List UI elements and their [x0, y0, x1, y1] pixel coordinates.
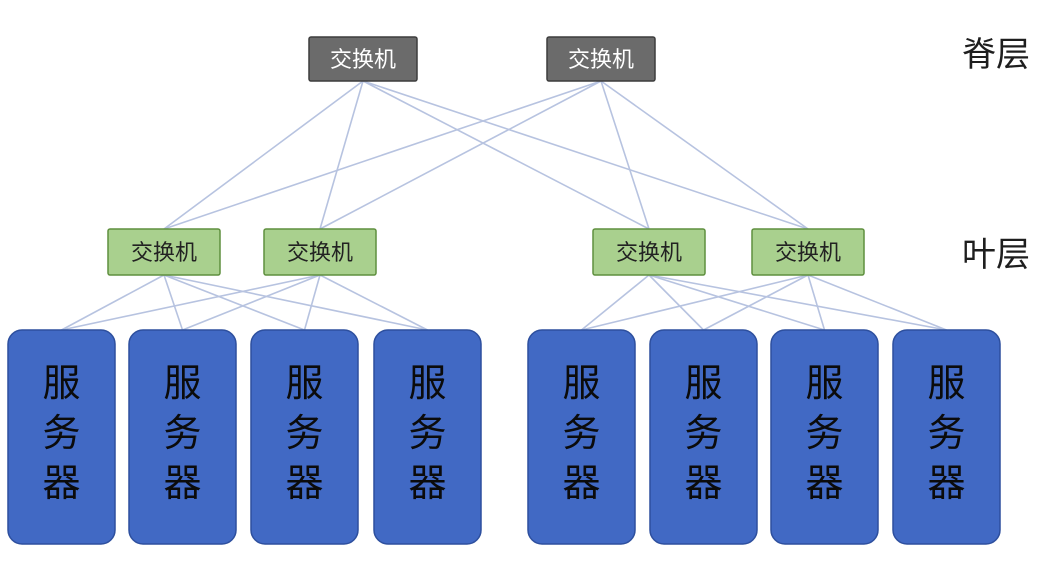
link-spine-1-leaf-2	[319, 80, 364, 230]
server-label: 服务器	[562, 361, 600, 505]
layer-label-leaf: 叶层	[962, 235, 1030, 275]
server-label: 服务器	[927, 361, 965, 505]
leaf-switch-label: 交换机	[775, 241, 841, 266]
leaf-switch-2	[263, 228, 377, 276]
server-4	[373, 329, 482, 545]
link-leaf-2-server-4	[319, 274, 428, 331]
spine-switch-label: 交换机	[568, 48, 634, 73]
server-label: 服务器	[684, 361, 722, 505]
link-leaf-4-server-5	[581, 274, 809, 331]
link-leaf-4-server-8	[807, 274, 947, 331]
link-spine-1-leaf-4	[362, 80, 809, 230]
link-spine-2-leaf-2	[319, 80, 602, 230]
link-leaf-2-server-2	[182, 274, 321, 331]
leaf-switch-1	[107, 228, 221, 276]
link-spine-2-leaf-1	[163, 80, 602, 230]
link-leaf-1-server-2	[163, 274, 184, 331]
link-leaf-4-server-6	[703, 274, 809, 331]
server-label: 服务器	[805, 361, 843, 505]
leaf-switch-label: 交换机	[131, 241, 197, 266]
server-6	[649, 329, 758, 545]
server-label: 服务器	[163, 361, 201, 505]
link-leaf-4-server-7	[807, 274, 826, 331]
link-spine-1-leaf-3	[362, 80, 650, 230]
link-leaf-2-server-3	[303, 274, 321, 331]
link-leaf-1-server-1	[61, 274, 165, 331]
link-leaf-3-server-7	[648, 274, 825, 331]
leaf-switch-4	[751, 228, 865, 276]
server-label: 服务器	[408, 361, 446, 505]
link-spine-2-leaf-3	[600, 80, 650, 230]
link-leaf-3-server-5	[580, 274, 650, 331]
link-lines	[61, 80, 947, 331]
leaf-switch-3	[592, 228, 706, 276]
leaf-switch-label: 交换机	[616, 241, 682, 266]
server-7	[770, 329, 879, 545]
server-label: 服务器	[42, 361, 80, 505]
link-leaf-3-server-6	[648, 274, 705, 331]
spine-switch-2	[546, 36, 656, 82]
server-1	[7, 329, 116, 545]
server-label: 服务器	[285, 361, 323, 505]
link-leaf-2-server-1	[61, 274, 321, 331]
link-spine-1-leaf-1	[163, 80, 364, 230]
layer-label-spine: 脊层	[962, 35, 1030, 75]
server-5	[527, 329, 636, 545]
link-leaf-1-server-3	[163, 274, 305, 331]
spine-switch-1	[308, 36, 418, 82]
server-2	[128, 329, 237, 545]
spine-switch-label: 交换机	[330, 48, 396, 73]
server-8	[892, 329, 1001, 545]
link-leaf-3-server-8	[648, 274, 947, 331]
server-3	[250, 329, 359, 545]
link-leaf-1-server-4	[163, 274, 428, 331]
leaf-switch-label: 交换机	[287, 241, 353, 266]
nodes: 交换机交换机交换机交换机交换机交换机服务器服务器服务器服务器服务器服务器服务器服…	[7, 36, 1001, 545]
link-spine-2-leaf-4	[600, 80, 809, 230]
